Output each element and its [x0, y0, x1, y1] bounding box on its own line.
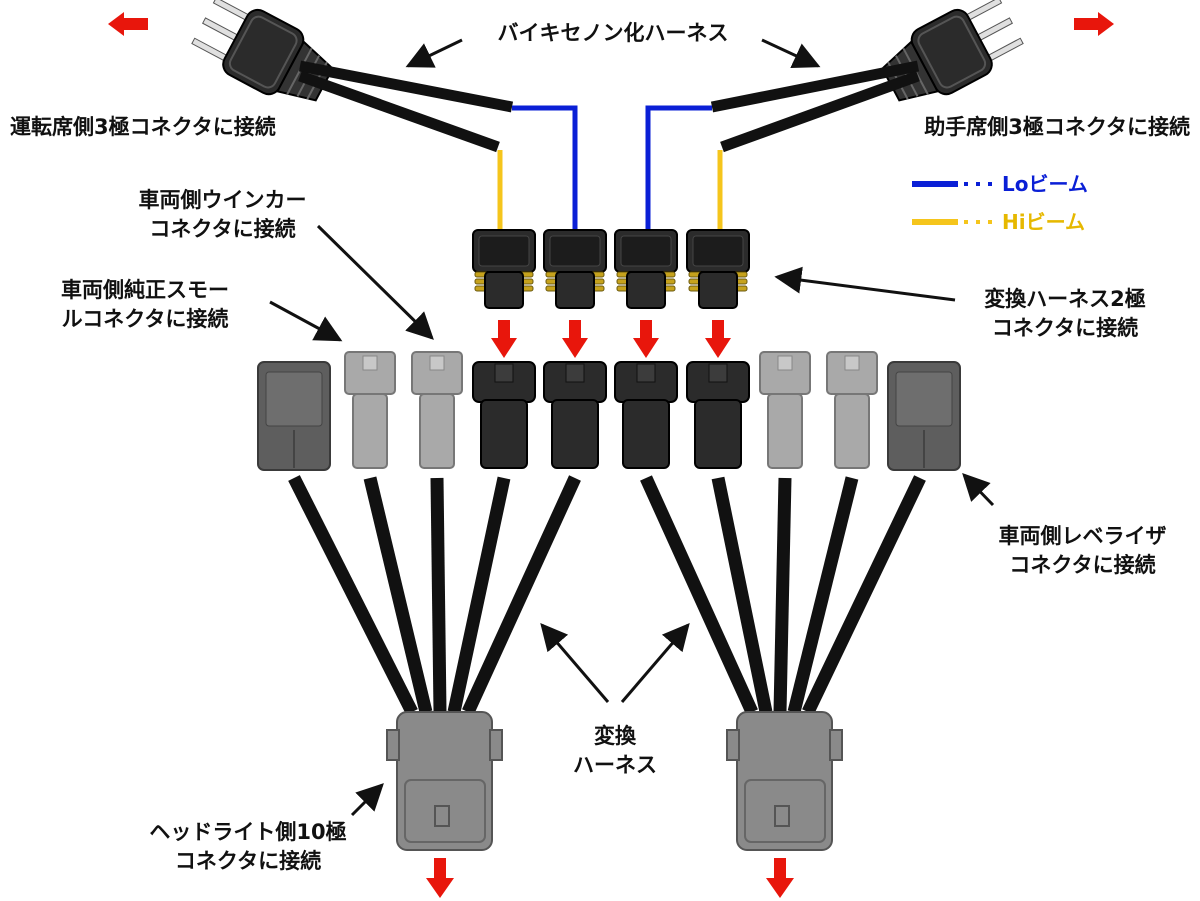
lo-beam-wires [512, 105, 712, 230]
conversion-2pin-connector-1 [472, 229, 536, 309]
label-conversion-harness-line1: 変換 [594, 724, 636, 748]
cable-right-3 [773, 477, 792, 713]
driver-side-3pin-plug [191, 0, 334, 102]
label-leveler-line1: 車両側レベライザ [998, 524, 1167, 548]
conversion-2pin-connector-4 [686, 229, 750, 309]
red-down-arrows [491, 320, 731, 358]
vehicle-connector-2 [344, 351, 396, 469]
red-down-arrow-4 [705, 320, 731, 358]
vehicle-side-connectors [257, 351, 961, 471]
vehicle-connector-1 [257, 361, 331, 471]
hi-beam-wires [497, 150, 723, 230]
legend-lo-label: Loビーム [1002, 172, 1088, 196]
red-down-arrow-3 [633, 320, 659, 358]
label-driver-side: 運転席側3極コネクタに接続 [10, 115, 276, 139]
vehicle-connector-4 [472, 361, 536, 469]
label-small-lamp-line2: ルコネクタに接続 [61, 307, 229, 331]
label-leveler: 車両側レベライザ コネクタに接続 [970, 522, 1195, 580]
cable-left-1 [288, 475, 418, 715]
vehicle-connector-10 [887, 361, 961, 471]
conversion-2pin-connector-3 [614, 229, 678, 309]
label-conversion-2pin-line1: 変換ハーネス2極 [984, 287, 1146, 311]
top-cables [298, 60, 920, 153]
red-arrow-down-icon [426, 858, 794, 898]
label-leveler-line2: コネクタに接続 [1009, 553, 1156, 577]
cable-right-2 [711, 476, 773, 714]
red-down-arrow-2 [562, 320, 588, 358]
cable-right-4 [787, 476, 859, 714]
vehicle-connector-7 [686, 361, 750, 469]
vehicle-connector-6 [614, 361, 678, 469]
label-conversion-2pin: 変換ハーネス2極 コネクタに接続 [950, 285, 1180, 343]
vehicle-connector-8 [759, 351, 811, 469]
passenger-side-3pin-plug [881, 0, 1024, 102]
legend-hi-label: Hiビーム [1002, 210, 1085, 234]
label-turn-signal: 車両側ウインカー コネクタに接続 [115, 186, 330, 244]
label-small-lamp: 車両側純正スモー ルコネクタに接続 [20, 276, 270, 334]
label-turn-signal-line2: コネクタに接続 [149, 217, 296, 241]
red-arrow-right-icon [1074, 12, 1114, 36]
label-passenger-side: 助手席側3極コネクタに接続 [924, 115, 1190, 139]
label-conversion-harness: 変換 ハーネス [555, 722, 675, 780]
vehicle-connector-3 [411, 351, 463, 469]
label-headlight-10pin: ヘッドライト側10極 コネクタに接続 [128, 818, 368, 876]
conversion-2pin-connectors [472, 229, 750, 309]
label-small-lamp-line1: 車両側純正スモー [61, 278, 229, 302]
cable-left-4 [447, 476, 511, 714]
cable-right-5 [802, 475, 926, 715]
pointer-arrows [269, 38, 995, 817]
conversion-2pin-connector-2 [543, 229, 607, 309]
conversion-harness-cables [288, 475, 926, 715]
headlight-10pin-connector-left [386, 711, 503, 851]
vehicle-connector-9 [826, 351, 878, 469]
cable-left-3 [430, 477, 447, 713]
red-arrow-left-icon [108, 12, 148, 36]
red-down-arrow-1 [491, 320, 517, 358]
label-headlight-10pin-line2: コネクタに接続 [174, 849, 322, 873]
cable-right-1 [640, 475, 758, 715]
harness-title: バイキセノン化ハーネス [497, 21, 729, 45]
label-conversion-harness-line2: ハーネス [573, 753, 657, 777]
label-turn-signal-line1: 車両側ウインカー [138, 188, 307, 212]
cable-left-2 [363, 476, 433, 714]
label-headlight-10pin-line1: ヘッドライト側10極 [149, 820, 347, 844]
cable-left-5 [462, 475, 581, 715]
headlight-10pin-connector-right [726, 711, 843, 851]
label-conversion-2pin-line2: コネクタに接続 [991, 316, 1139, 340]
vehicle-connector-5 [543, 361, 607, 469]
